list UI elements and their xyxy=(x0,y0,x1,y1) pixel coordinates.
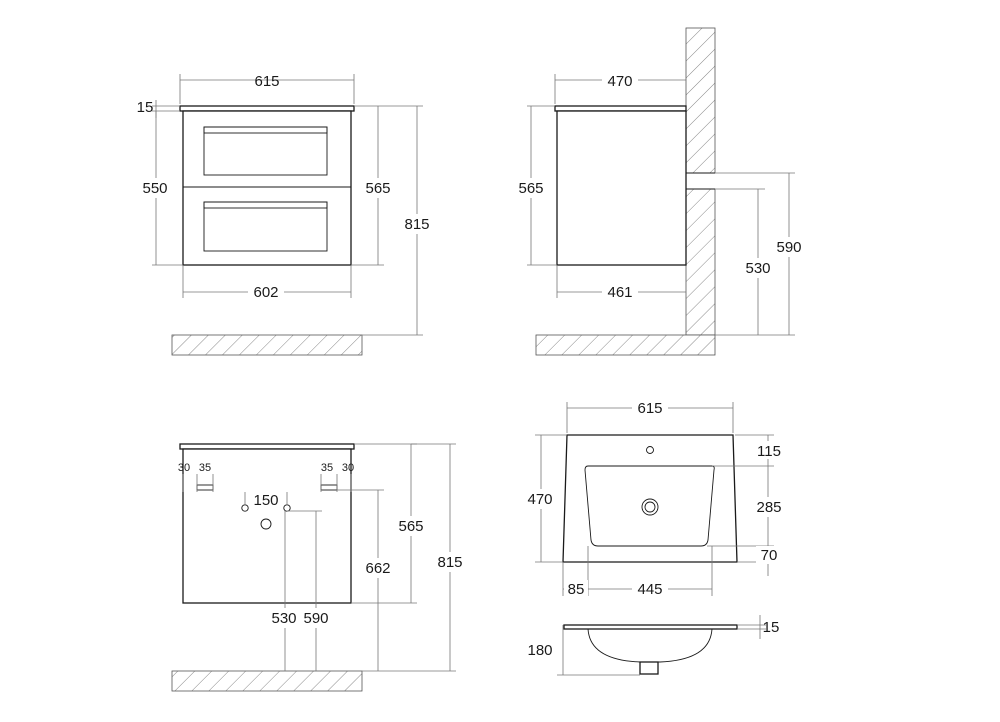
basin-dim-width: 615 xyxy=(637,400,662,417)
front-dim-mount-height: 815 xyxy=(404,216,429,233)
basin-section-dim-rim: 15 xyxy=(763,619,780,636)
basin-section-rim xyxy=(563,624,738,630)
front-floor-hatch xyxy=(171,334,363,356)
back-dim-supply-low: 530 xyxy=(271,610,296,627)
basin-section-dim-depth: 180 xyxy=(527,642,552,659)
basin-dim-bowl-width: 445 xyxy=(637,581,662,598)
front-dim-bottom-width: 602 xyxy=(253,284,278,301)
back-dim-left-a: 30 xyxy=(178,462,190,474)
front-cabinet-body xyxy=(182,110,352,266)
front-dim-cabinet-height: 565 xyxy=(365,180,390,197)
front-dim-body-height: 550 xyxy=(142,180,167,197)
basin-top-view: 615 470 115 285 70 85 445 xyxy=(523,399,786,598)
basin-dim-faucet-offset: 115 xyxy=(757,443,781,460)
back-dim-supply-high: 590 xyxy=(303,610,328,627)
back-view: 30 35 35 30 150 565 662 815 530 590 xyxy=(171,443,467,692)
side-view: 470 565 461 530 590 xyxy=(514,27,806,356)
side-wall-hatch-lower xyxy=(685,188,716,336)
basin-dim-bowl-depth: 285 xyxy=(756,499,781,516)
back-cabinet-body xyxy=(182,448,352,604)
side-dim-top-depth: 470 xyxy=(607,73,632,90)
side-dim-outlet-high: 590 xyxy=(776,239,801,256)
side-wall-hatch-upper xyxy=(685,27,716,174)
back-supply-hole-left xyxy=(241,504,249,512)
side-countertop xyxy=(554,105,687,112)
back-floor-hatch xyxy=(171,670,363,692)
basin-bowl xyxy=(584,465,715,547)
front-dim-top-thickness: 15 xyxy=(137,99,154,116)
back-drain-hole xyxy=(260,518,272,530)
front-view: 615 15 550 565 815 602 xyxy=(137,73,434,356)
back-dim-cabinet-height: 565 xyxy=(398,518,423,535)
back-countertop xyxy=(179,443,355,450)
front-dim-top-width: 615 xyxy=(254,73,279,90)
back-dim-mount-height: 815 xyxy=(437,554,462,571)
basin-outline xyxy=(562,434,738,563)
back-dim-pipe-spacing: 150 xyxy=(253,492,278,509)
basin-dim-side-margin: 85 xyxy=(568,581,585,598)
back-dim-drain-height: 662 xyxy=(365,560,390,577)
basin-dim-front-edge: 70 xyxy=(761,547,778,564)
basin-section-view: 15 180 xyxy=(523,615,780,676)
back-dim-left-b: 35 xyxy=(199,462,211,474)
side-dim-body-height: 565 xyxy=(518,180,543,197)
basin-drain xyxy=(641,498,659,516)
side-dim-body-depth: 461 xyxy=(607,284,632,301)
back-dim-right-a: 30 xyxy=(342,462,354,474)
front-countertop xyxy=(179,105,355,112)
basin-dim-depth: 470 xyxy=(527,491,552,508)
side-floor-hatch xyxy=(535,334,716,356)
back-dim-right-b: 35 xyxy=(321,462,333,474)
basin-faucet-hole xyxy=(646,446,654,454)
side-dim-outlet-low: 530 xyxy=(745,260,770,277)
basin-section-drain xyxy=(639,661,659,675)
basin-section-bowl xyxy=(587,628,713,663)
side-cabinet-body xyxy=(556,110,687,266)
